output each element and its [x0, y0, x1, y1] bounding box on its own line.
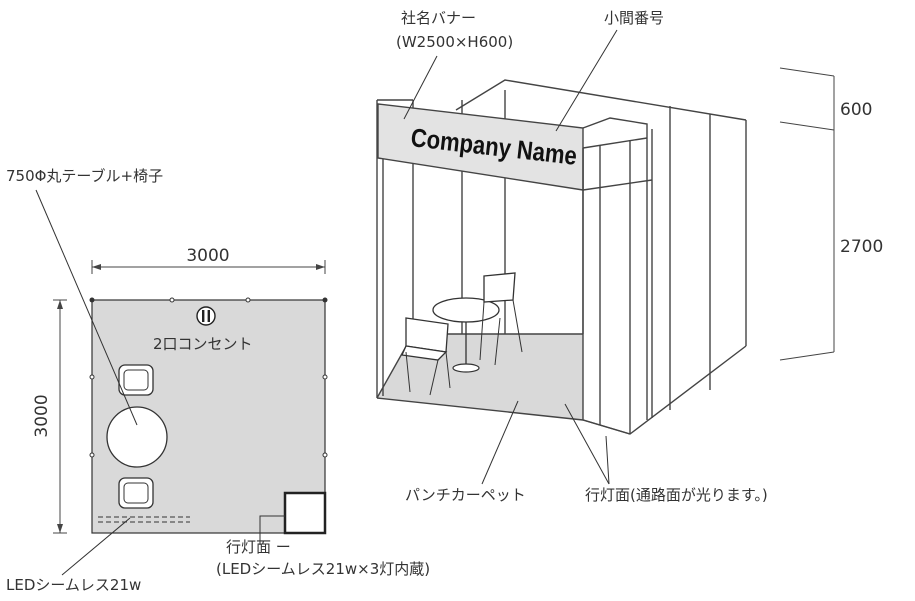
- right-wall-frame: [582, 106, 747, 435]
- plan-post: [89, 297, 95, 303]
- lightbox-3d-label: 行灯面(通路面が光ります。): [585, 486, 768, 504]
- plan-post: [89, 452, 95, 458]
- plan-depth-label: 3000: [32, 394, 52, 437]
- floor-edge: [376, 397, 631, 435]
- outlet-label: 2口コンセント: [153, 335, 253, 353]
- leader-booth-number: [555, 29, 618, 132]
- leader-table: [35, 189, 138, 426]
- chair-3d-back: [479, 272, 523, 366]
- lightbox-plan-box: [283, 491, 327, 535]
- plan-depth-dimension: 3000: [32, 299, 67, 534]
- round-table-icon: [106, 406, 168, 468]
- leader-lightbox-3d-a: [564, 403, 610, 485]
- leader-lightbox: [259, 515, 285, 545]
- booth-3d: Company Name: [376, 9, 883, 504]
- leader-banner: [403, 55, 438, 120]
- plan-post: [322, 374, 328, 380]
- right-wall-panel: [583, 120, 746, 420]
- plan-post: [89, 374, 95, 380]
- chair-icon: [118, 364, 154, 396]
- round-table-3d: [432, 297, 500, 373]
- floor-plan: 3000 3000 2口コンセント: [6, 167, 430, 594]
- banner-height-label: 600: [840, 100, 872, 120]
- plan-post: [245, 297, 251, 303]
- leader-led: [61, 517, 131, 576]
- led-label: LEDシームレス21w: [6, 576, 141, 594]
- booth-number-label: 小間番号: [604, 9, 664, 27]
- led-strip: [98, 516, 190, 523]
- table-chairs-label: 750Φ丸テーブル+椅子: [6, 167, 163, 185]
- leader-lightbox-3d-b: [605, 435, 610, 485]
- chair-3d-front: [401, 317, 451, 396]
- plan-width-label: 3000: [186, 246, 229, 266]
- outlet-icon: [196, 306, 216, 326]
- plan-width-dimension: 3000: [91, 246, 326, 274]
- plan-post: [322, 452, 328, 458]
- banner-label: 社名バナー: [401, 9, 476, 27]
- wall-height-label: 2700: [840, 237, 883, 257]
- height-dimensions: 600 2700: [779, 67, 883, 361]
- chair-icon: [118, 477, 154, 509]
- plan-post: [169, 297, 175, 303]
- leader-carpet: [481, 400, 519, 485]
- banner-size-label: (W2500×H600): [396, 33, 513, 51]
- lightbox-plan-label: 行灯面 ー: [226, 538, 291, 556]
- lightbox-plan-detail: (LEDシームレス21w×3灯内蔵): [216, 560, 430, 578]
- plan-post: [322, 297, 328, 303]
- punch-carpet-label: パンチカーペット: [405, 486, 526, 504]
